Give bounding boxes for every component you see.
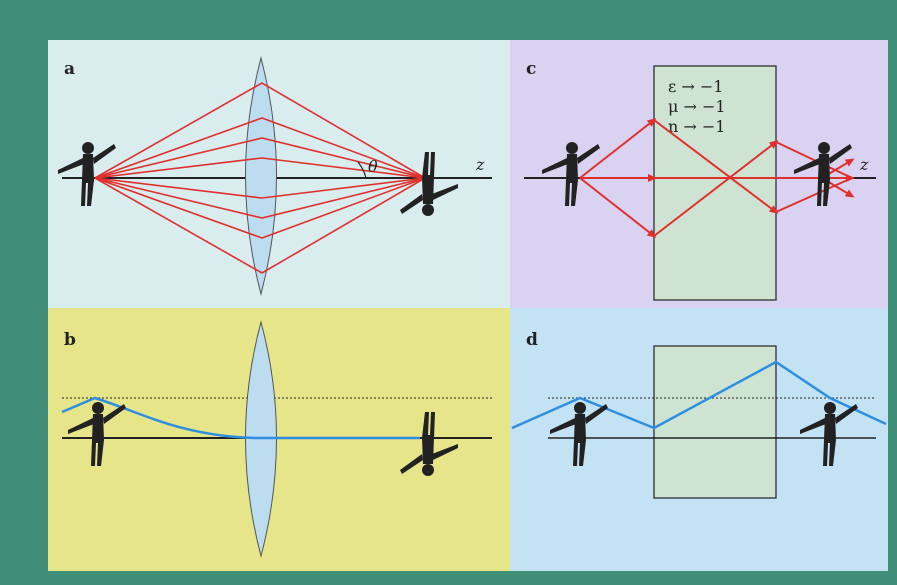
ray-paths [579,118,855,238]
axis-label-z-c: z [859,155,869,174]
slab-icon [653,345,777,499]
wave-amplitude-curve [511,360,887,430]
panel-c: c ε → −1 μ → −1 n → −1 z [524,59,876,301]
slab-icon [653,65,777,301]
panel-b-label: b [64,330,76,350]
panel-d: d [511,330,887,499]
ray-fan [94,82,426,274]
panel-a: a θ z [58,56,492,296]
panel-a-label: a [64,59,75,79]
panel-d-label: d [526,330,538,350]
angle-arc [357,161,367,179]
equation-mu: μ → −1 [668,97,726,116]
panel-b: b [61,320,492,558]
equation-n: n → −1 [668,117,725,136]
panel-a-background [48,40,510,308]
panel-c-label: c [526,59,536,79]
wave-amplitude-curve [61,396,420,440]
panel-b-background [48,308,510,571]
axis-label-z-a: z [475,155,485,174]
angle-label: θ [368,157,378,176]
equation-epsilon: ε → −1 [668,77,723,96]
